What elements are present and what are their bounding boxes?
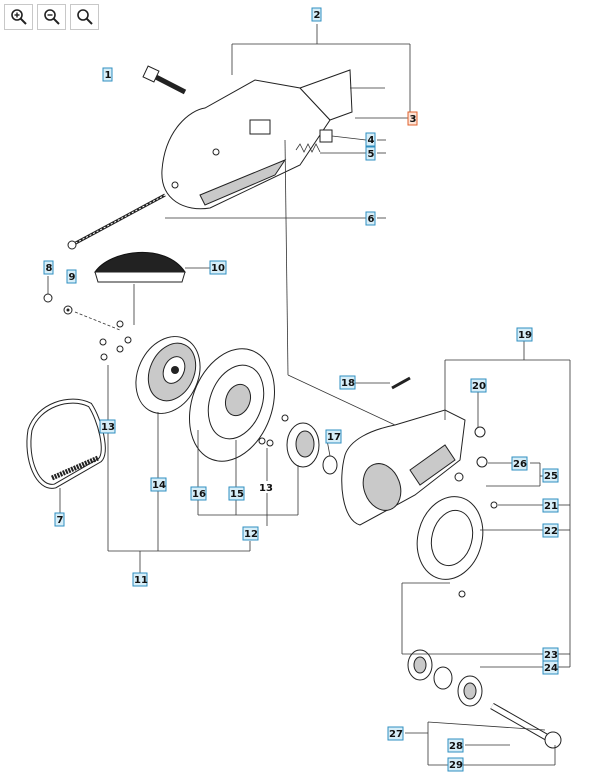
- pulley-drawing: [99, 320, 201, 414]
- svg-text:2: 2: [314, 10, 321, 21]
- washer-drawing: [43, 293, 121, 331]
- callout-24[interactable]: 24: [542, 660, 559, 675]
- belt-drawing: [26, 398, 106, 489]
- svg-text:10: 10: [211, 263, 225, 274]
- zoom-toolbar: [4, 4, 99, 30]
- callout-25[interactable]: 25: [542, 468, 559, 483]
- callout-2[interactable]: 2: [311, 7, 322, 22]
- callout-8[interactable]: 8: [43, 260, 54, 275]
- callout-4[interactable]: 4: [365, 132, 376, 147]
- guard-ring-drawing: [416, 496, 484, 598]
- svg-text:17: 17: [327, 432, 341, 443]
- svg-text:20: 20: [472, 381, 486, 392]
- svg-text:18: 18: [341, 378, 355, 389]
- svg-text:26: 26: [513, 459, 527, 470]
- callout-11[interactable]: 11: [132, 572, 148, 587]
- callout-16[interactable]: 16: [190, 486, 207, 501]
- long-screw-drawing: [67, 193, 166, 250]
- callout-15[interactable]: 15: [228, 486, 245, 501]
- callout-18[interactable]: 18: [339, 375, 356, 390]
- svg-text:28: 28: [449, 741, 463, 752]
- svg-text:16: 16: [192, 489, 206, 500]
- callout-23[interactable]: 23: [542, 647, 559, 662]
- svg-text:22: 22: [544, 526, 558, 537]
- cutter-arm-cover-drawing: [341, 376, 498, 526]
- callout-3[interactable]: 3: [407, 111, 418, 126]
- callout-28[interactable]: 28: [447, 738, 464, 753]
- callout-17[interactable]: 17: [325, 429, 342, 444]
- callout-1[interactable]: 1: [102, 67, 113, 82]
- callout-29[interactable]: 29: [447, 757, 464, 772]
- callout-7[interactable]: 7: [54, 512, 65, 527]
- svg-text:4: 4: [368, 135, 375, 146]
- zoom-in-icon: [10, 9, 27, 25]
- callout-5[interactable]: 5: [365, 146, 376, 161]
- callout-6[interactable]: 6: [365, 211, 376, 226]
- callout-20[interactable]: 20: [470, 378, 487, 393]
- search-button[interactable]: [70, 4, 99, 30]
- callout-26[interactable]: 26: [511, 456, 528, 471]
- search-icon: [76, 9, 93, 25]
- callout-19[interactable]: 19: [516, 327, 533, 342]
- svg-text:13: 13: [259, 483, 273, 494]
- zoom-out-button[interactable]: [37, 4, 66, 30]
- zoom-out-icon: [43, 9, 60, 25]
- svg-text:11: 11: [134, 575, 148, 586]
- svg-text:29: 29: [449, 760, 463, 771]
- callout-13[interactable]: 13: [99, 419, 116, 434]
- callout-10[interactable]: 10: [209, 260, 227, 275]
- bearing-set-drawing: [407, 649, 483, 707]
- svg-text:23: 23: [544, 650, 558, 661]
- svg-text:14: 14: [152, 480, 166, 491]
- svg-text:24: 24: [544, 663, 558, 674]
- svg-text:25: 25: [544, 471, 558, 482]
- svg-text:19: 19: [518, 330, 532, 341]
- clutch-plate-drawing: [188, 348, 276, 462]
- svg-text:1: 1: [105, 70, 112, 81]
- shaft-drawing: [490, 702, 562, 749]
- svg-text:3: 3: [410, 114, 417, 125]
- svg-text:9: 9: [69, 272, 76, 283]
- svg-text:7: 7: [57, 515, 64, 526]
- belt-guard-drawing: [142, 65, 353, 210]
- svg-text:5: 5: [368, 149, 375, 160]
- zoom-in-button[interactable]: [4, 4, 33, 30]
- callout-13-plain[interactable]: 13: [259, 483, 273, 494]
- svg-text:8: 8: [46, 263, 53, 274]
- svg-text:15: 15: [230, 489, 244, 500]
- callout-22[interactable]: 22: [542, 523, 559, 538]
- callout-27[interactable]: 27: [387, 726, 404, 741]
- svg-text:13: 13: [101, 422, 115, 433]
- callout-21[interactable]: 21: [542, 498, 559, 513]
- decal-drawing: [94, 251, 186, 283]
- callout-14[interactable]: 14: [150, 477, 167, 492]
- svg-text:12: 12: [244, 529, 258, 540]
- svg-text:6: 6: [368, 214, 375, 225]
- bearing-ring-drawing: [258, 414, 338, 475]
- svg-text:21: 21: [544, 501, 558, 512]
- svg-text:27: 27: [389, 729, 403, 740]
- callout-12[interactable]: 12: [242, 526, 259, 541]
- callout-9[interactable]: 9: [66, 269, 77, 284]
